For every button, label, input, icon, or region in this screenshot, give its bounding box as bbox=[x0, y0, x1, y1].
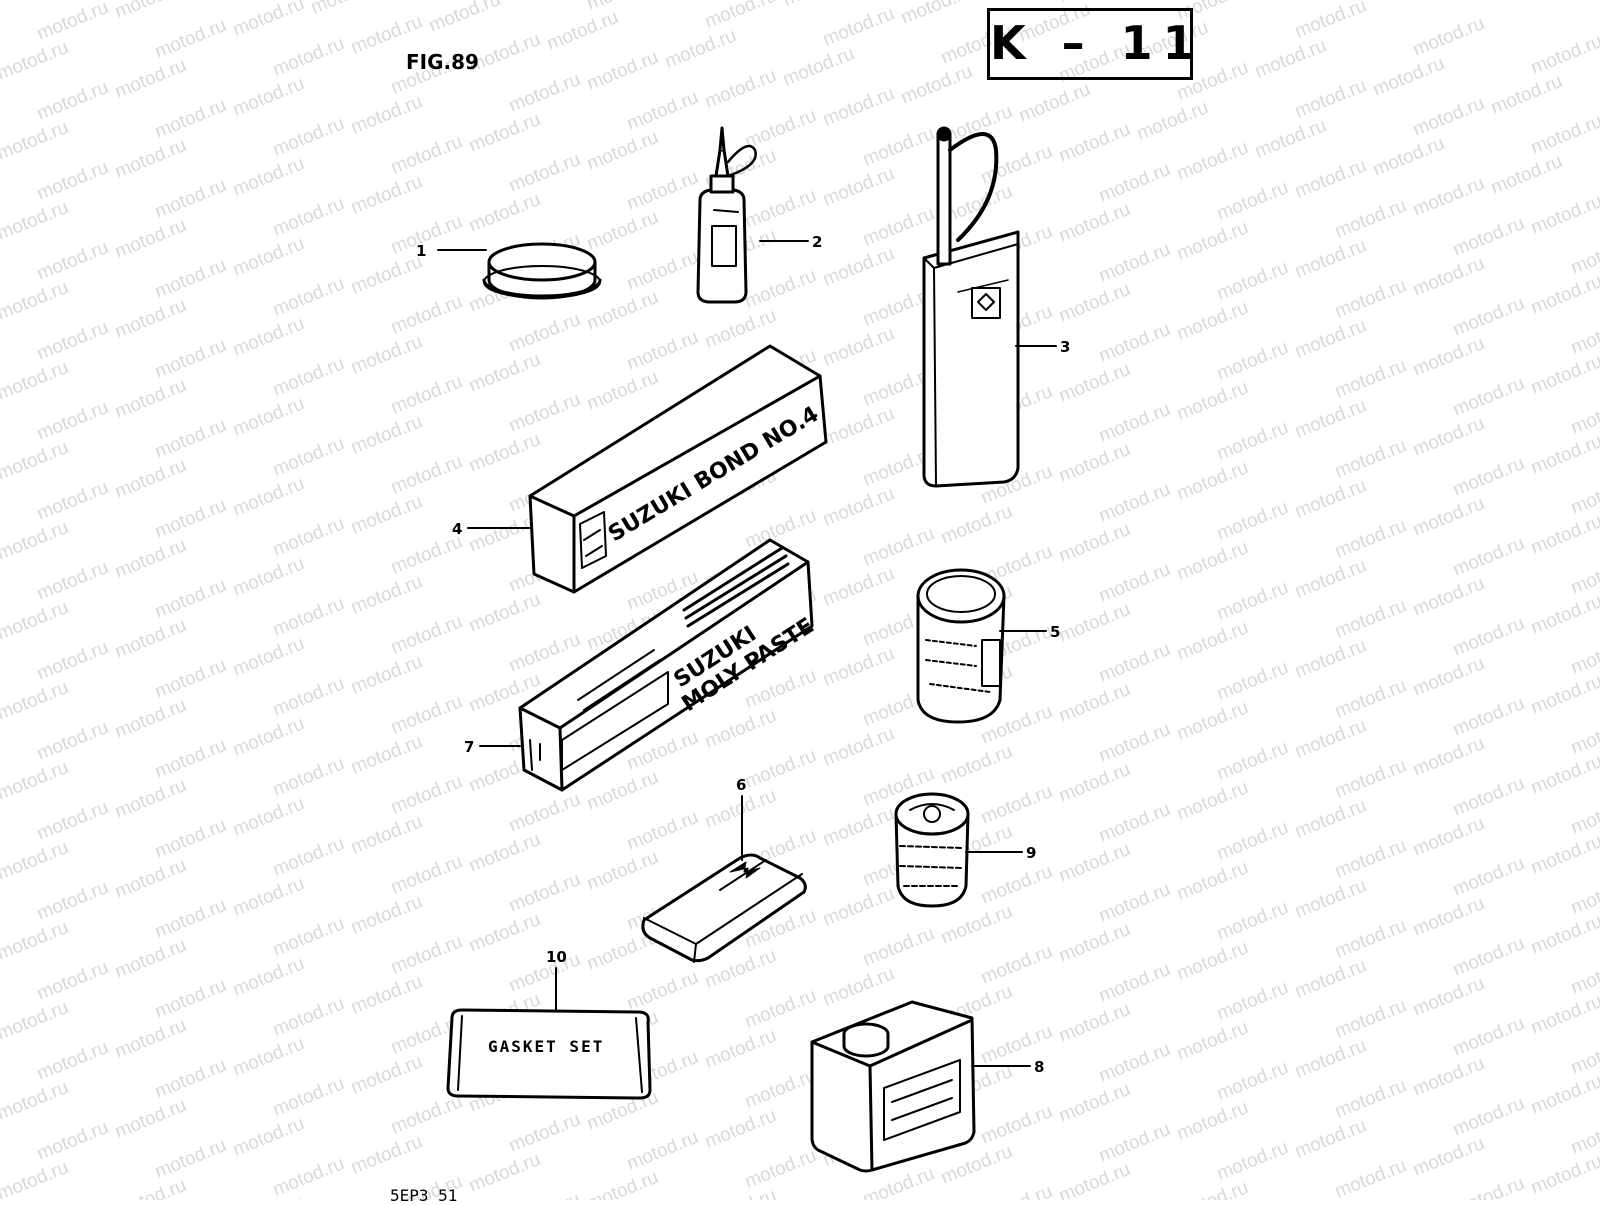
page-code-box: K – 11 bbox=[987, 8, 1195, 80]
callout-8: 8 bbox=[1034, 1058, 1044, 1076]
callout-4: 4 bbox=[452, 520, 462, 538]
part-6-logo-box bbox=[641, 853, 807, 963]
callout-2: 2 bbox=[812, 233, 822, 251]
figure-label: FIG.89 bbox=[406, 50, 479, 74]
part-1-grease-cap bbox=[482, 242, 602, 300]
part-2-oil-bottle bbox=[696, 126, 757, 304]
callout-6: 6 bbox=[736, 776, 746, 794]
leader-lines bbox=[437, 240, 1057, 1067]
footer-code: 5EP3 51 bbox=[390, 1186, 458, 1205]
part-10-package-text: GASKET SET bbox=[488, 1037, 604, 1056]
part-9-small-tin bbox=[894, 792, 970, 908]
callout-7: 7 bbox=[464, 738, 474, 756]
callout-5: 5 bbox=[1050, 623, 1060, 641]
callout-10: 10 bbox=[546, 948, 567, 966]
callout-3: 3 bbox=[1060, 338, 1070, 356]
part-8-square-can bbox=[810, 1000, 976, 1173]
callout-9: 9 bbox=[1026, 844, 1036, 862]
part-4-bond-box bbox=[528, 344, 828, 594]
callout-numbers: 1 2 3 4 5 6 7 8 9 10 bbox=[416, 233, 1070, 1076]
part-3-oil-can bbox=[922, 126, 1020, 488]
part-7-moly-paste-box bbox=[518, 538, 814, 792]
part-10-gasket-bag bbox=[446, 1008, 652, 1100]
callout-1: 1 bbox=[416, 242, 426, 260]
part-5-can bbox=[916, 568, 1006, 724]
